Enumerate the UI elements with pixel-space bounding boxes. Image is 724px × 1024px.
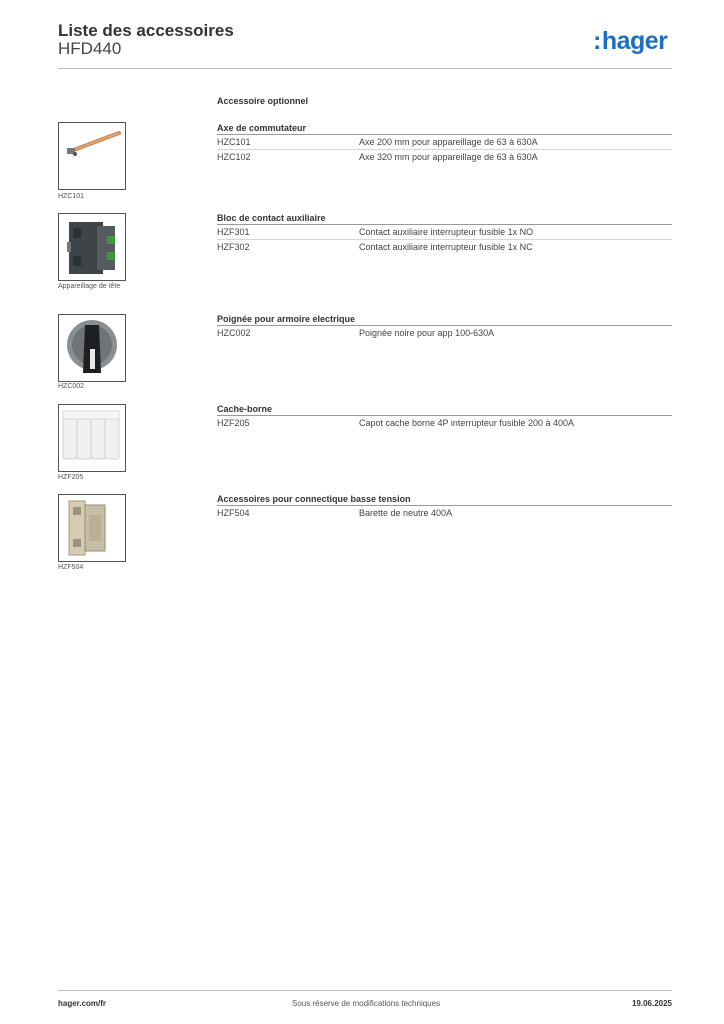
ref-cell: HZC002 <box>217 328 251 338</box>
image-caption: HZC002 <box>58 383 85 390</box>
ref-cell: HZF302 <box>217 242 250 252</box>
table-row: HZC002 Poignée noire pour app 100-630A <box>217 326 672 340</box>
group-title: Cache-borne <box>217 403 672 416</box>
desc-cell: Contact auxiliaire interrupteur fusible … <box>359 227 534 237</box>
group-title: Poignée pour armoire electrique <box>217 313 672 326</box>
desc-cell: Axe 200 mm pour appareillage de 63 à 630… <box>359 137 538 147</box>
accessory-group-axe: Axe de commutateur HZC101 Axe 200 mm pour… <box>217 122 672 164</box>
brand-logo: :hager <box>593 27 668 56</box>
ref-cell: HZF205 <box>217 418 250 428</box>
product-reference: HFD440 <box>58 39 122 58</box>
desc-cell: Axe 320 mm pour appareillage de 63 à 630… <box>359 152 538 162</box>
logo-colon-icon: : <box>593 27 601 55</box>
header-divider <box>58 68 672 69</box>
group-title: Bloc de contact auxiliaire <box>217 212 672 225</box>
image-caption: HZF504 <box>58 564 84 571</box>
footer-website-link[interactable]: hager.com/fr <box>58 999 107 1008</box>
desc-cell: Barette de neutre 400A <box>359 508 453 518</box>
accessory-group-connection: Accessoires pour connectique basse tensi… <box>217 493 672 520</box>
ref-cell: HZF504 <box>217 508 250 518</box>
desc-cell: Poignée noire pour app 100-630A <box>359 328 495 338</box>
product-image-cover <box>58 404 126 472</box>
table-row: HZC101 Axe 200 mm pour appareillage de 63… <box>217 135 672 150</box>
image-caption: HZC101 <box>58 193 85 200</box>
ref-cell: HZC102 <box>217 152 251 162</box>
product-image-contact <box>58 213 126 281</box>
group-title: Axe de commutateur <box>217 122 672 135</box>
product-image-shaft <box>58 122 126 190</box>
desc-cell: Contact auxiliaire interrupteur fusible … <box>359 242 533 252</box>
page-title: Liste des accessoires <box>58 21 234 40</box>
table-row: HZC102 Axe 320 mm pour appareillage de 63… <box>217 150 672 164</box>
image-caption: Appareillage de tête <box>58 283 121 290</box>
product-image-handle <box>58 314 126 382</box>
image-caption: HZF205 <box>58 474 84 481</box>
footer-notice: Sous réserve de modifications techniques <box>292 999 441 1008</box>
accessory-group-cover: Cache-borne HZF205 Capot cache borne 4P i… <box>217 403 672 430</box>
section-title: Accessoire optionnel <box>217 96 309 106</box>
table-row: HZF301 Contact auxiliaire interrupteur fu… <box>217 225 672 240</box>
accessory-group-handle: Poignée pour armoire electrique HZC002 Po… <box>217 313 672 340</box>
logo-text: hager <box>601 27 668 55</box>
table-row: HZF302 Contact auxiliaire interrupteur fu… <box>217 240 672 254</box>
product-image-neutral-bar <box>58 494 126 562</box>
table-row: HZF205 Capot cache borne 4P interrupteur … <box>217 416 672 430</box>
table-row: HZF504 Barette de neutre 400A <box>217 506 672 520</box>
group-title: Accessoires pour connectique basse tensi… <box>217 493 672 506</box>
footer-date: 19.06.2025 <box>631 999 672 1008</box>
ref-cell: HZC101 <box>217 137 251 147</box>
footer-divider <box>58 990 672 991</box>
desc-cell: Capot cache borne 4P interrupteur fusibl… <box>359 418 574 428</box>
ref-cell: HZF301 <box>217 227 250 237</box>
